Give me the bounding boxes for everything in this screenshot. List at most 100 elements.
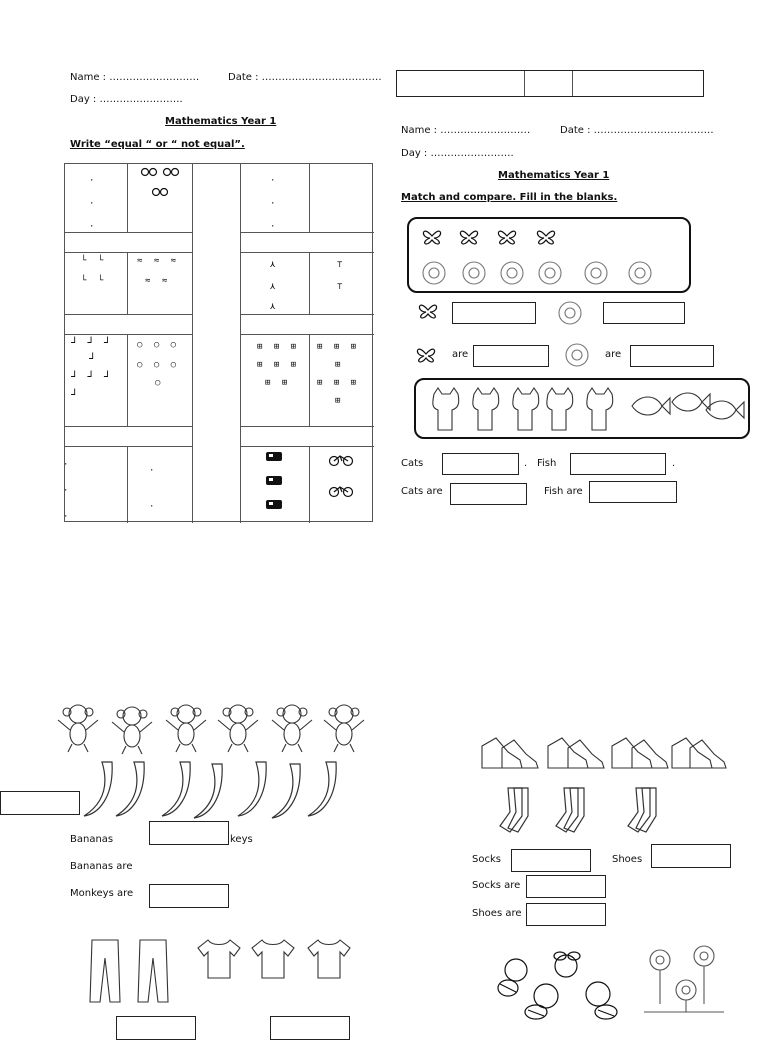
cat-fish-group: [414, 378, 750, 439]
monkeys-compare-input[interactable]: [149, 884, 229, 908]
cats-compare-input[interactable]: [450, 483, 527, 505]
hook-mark: ⅃: [89, 352, 98, 362]
bar-mark: ⊤: [337, 260, 346, 270]
comparison-table: · · · · · · └ └ └ └ ≈ ≈ ≈ ≈ ≈ ⋏ ⋏ ⋏ ⊤ ⊤ …: [63, 163, 374, 523]
socks-are-label: Socks are: [472, 880, 521, 891]
box-mark: ⊞: [335, 360, 344, 370]
date-field-label: Date : ………………………………: [560, 125, 714, 136]
circle-mark: ○ ○ ○: [137, 360, 180, 370]
monkeys-are-label: Monkeys are: [70, 888, 134, 899]
date-field-label: Date : ………………………………: [228, 72, 382, 83]
flower-compare-input[interactable]: [630, 345, 714, 367]
bananas-label: Bananas: [70, 834, 114, 845]
tent-mark: ⋏: [270, 282, 279, 292]
fish-icon: [631, 392, 745, 420]
wave-mark: ≈ ≈: [145, 276, 171, 286]
sock-icon: [499, 787, 657, 833]
worksheet-title: Mathematics Year 1: [498, 170, 610, 181]
dot-mark: ·: [89, 222, 98, 232]
dot-separator: .: [672, 458, 676, 469]
cat-icon: [432, 387, 614, 431]
monkey-count-input[interactable]: [0, 791, 80, 815]
bee-icon: [497, 951, 618, 1020]
dot-mark: ·: [149, 466, 158, 476]
butterfly-compare-input[interactable]: [473, 345, 549, 367]
bar-mark: ⊤: [337, 282, 346, 292]
box-mark: ⊞ ⊞ ⊞: [317, 378, 360, 388]
wave-mark: ≈ ≈ ≈: [137, 256, 180, 266]
pants-icon: [89, 939, 169, 1003]
dot-mark: ·: [89, 176, 98, 186]
dot-mark: ·: [270, 176, 279, 186]
box-mark: ⊞ ⊞: [265, 378, 291, 388]
flower-icon: [558, 301, 582, 325]
day-field-label: Day : …………………….: [70, 94, 183, 105]
flower-count-input[interactable]: [603, 302, 685, 324]
fish-label: Fish: [537, 458, 557, 469]
box-mark: ⊞ ⊞ ⊞: [257, 360, 300, 370]
hook-mark: ⅃: [71, 388, 80, 398]
butterfly-flower-group: [407, 217, 691, 293]
bananas-are-label: Bananas are: [70, 861, 133, 872]
dot-separator: .: [524, 458, 528, 469]
circle-mark: ○ ○ ○: [137, 340, 180, 350]
shoe-icon: [481, 737, 727, 769]
cats-count-input[interactable]: [442, 453, 519, 475]
tent-mark: ⋏: [270, 302, 279, 312]
dot-mark: ·: [149, 502, 158, 512]
tent-mark: ⋏: [270, 260, 279, 270]
bananas-count-input[interactable]: [149, 821, 229, 845]
worksheet-instruction: Write “equal “ or “ not equal”.: [70, 139, 245, 150]
cats-are-label: Cats are: [401, 486, 443, 497]
socks-label: Socks: [472, 854, 501, 865]
tshirt-icon: [197, 939, 351, 979]
dot-mark: ·: [270, 199, 279, 209]
butterfly-icon: [422, 230, 556, 245]
butterfly-icon: [418, 304, 438, 319]
dot-mark: ·: [270, 222, 279, 232]
shoes-are-label: Shoes are: [472, 908, 522, 919]
shoes-count-input[interactable]: [651, 844, 731, 868]
flower-icon: [422, 261, 652, 285]
box-mark: ⊞ ⊞ ⊞: [257, 342, 300, 352]
box-mark: ⊞: [335, 396, 344, 406]
dot-mark: ·: [63, 512, 72, 522]
circle-mark: ○: [155, 378, 164, 388]
pants-count-input[interactable]: [116, 1016, 196, 1040]
socks-count-input[interactable]: [511, 849, 591, 872]
dot-mark: ·: [63, 460, 72, 470]
worksheet-title: Mathematics Year 1: [165, 116, 277, 127]
monkey-icon: [57, 704, 365, 755]
monkeys-label-fragment: keys: [230, 834, 253, 845]
cats-label: Cats: [401, 458, 424, 469]
socks-compare-input[interactable]: [526, 875, 606, 898]
name-field-label: Name : ………………………: [401, 125, 531, 136]
hook-mark: ⅃ ⅃ ⅃: [71, 370, 112, 380]
are-label: are: [452, 349, 469, 360]
shoes-label: Shoes: [612, 854, 643, 865]
are-label: are: [605, 349, 622, 360]
corner-mark: └ └: [81, 256, 107, 266]
flower-icon: [565, 343, 589, 367]
corner-mark: └ └: [81, 276, 107, 286]
butterfly-icon: [416, 348, 436, 363]
dot-mark: ·: [63, 486, 72, 496]
box-mark: ⊞ ⊞ ⊞: [317, 342, 360, 352]
eyes-icon: [140, 167, 180, 197]
tshirt-count-input[interactable]: [270, 1016, 350, 1040]
fish-are-label: Fish are: [544, 486, 583, 497]
banana-icon: [83, 761, 337, 819]
dot-mark: ·: [89, 199, 98, 209]
day-field-label: Day : …………………….: [401, 148, 514, 159]
bicycle-icon: [328, 455, 354, 498]
header-box: [396, 70, 704, 97]
worksheet-instruction: Match and compare. Fill in the blanks.: [401, 192, 618, 203]
fish-compare-input[interactable]: [589, 481, 677, 503]
butterfly-count-input[interactable]: [452, 302, 536, 324]
fish-count-input[interactable]: [570, 453, 666, 475]
car-icon: [266, 452, 282, 509]
shoes-compare-input[interactable]: [526, 903, 606, 926]
hook-mark: ⅃ ⅃ ⅃: [71, 336, 112, 346]
name-field-label: Name : ………………………: [70, 72, 200, 83]
flower-icon: [644, 945, 724, 1013]
